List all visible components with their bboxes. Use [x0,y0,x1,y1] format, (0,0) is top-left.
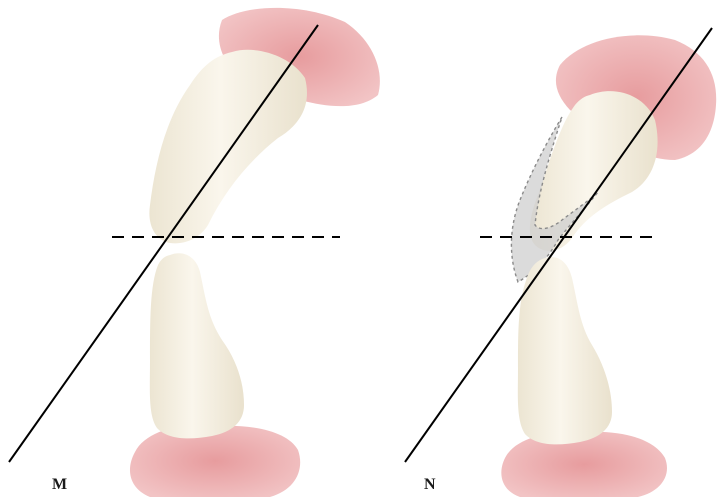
lower-tooth-n [518,257,612,444]
lower-tooth-m [150,253,244,438]
panel-label-m: M [52,477,67,493]
lower-gum-m [130,425,300,497]
upper-tooth-m [149,50,307,244]
panel-m [9,8,380,497]
panel-n [405,28,716,497]
lower-gum-n [501,432,667,497]
panel-label-n: N [424,477,436,493]
upper-tooth-n [530,91,658,251]
